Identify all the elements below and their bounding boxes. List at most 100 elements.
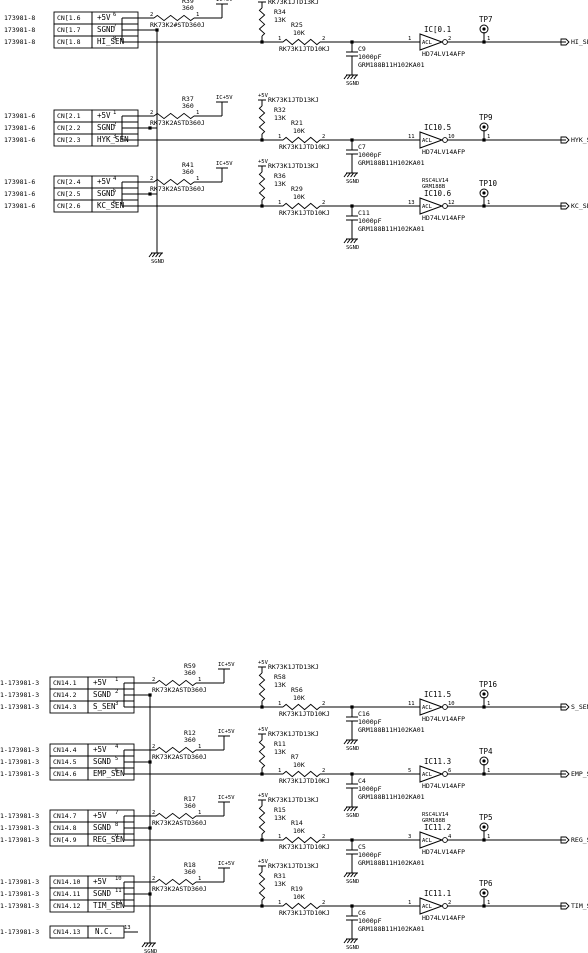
inverter-gate: [419, 197, 444, 215]
ground-hatch: [158, 252, 163, 258]
inverter-gate: [419, 131, 444, 149]
ground-hatch: [155, 252, 160, 258]
pin-number: 12: [448, 200, 455, 206]
connector-label: SGND: [93, 757, 112, 766]
connector-label: HYK_SEN: [97, 135, 129, 144]
series-resistor: [155, 878, 197, 886]
pin-number: 10: [448, 701, 455, 707]
resistor-ref: R7: [291, 753, 299, 761]
pin-number: 4: [115, 744, 119, 750]
connector-ref: 173981-6: [4, 112, 35, 120]
vcc-label: +5V: [258, 727, 269, 733]
ic-ref: IC11.3: [424, 757, 451, 766]
resistor-value: 360: [184, 868, 196, 876]
off-page-connector: [560, 38, 570, 46]
pin-number: 11: [408, 134, 415, 140]
ground-hatch: [151, 252, 156, 258]
ground-label: SGND: [151, 259, 164, 265]
connector-label: N.C.: [95, 927, 113, 936]
resistor-part: RK73K1JTD13KJ: [268, 162, 319, 170]
capacitor-ref: C5: [358, 843, 366, 851]
pin-number: 2: [150, 176, 153, 182]
power-label: IC+5V: [218, 729, 235, 735]
capacitor-value: 1000pF: [358, 217, 382, 225]
connector-pin: CN14.7: [53, 812, 77, 820]
inverter-gate: [419, 897, 444, 915]
power-label: IC+5V: [216, 0, 233, 3]
resistor-value: 360: [184, 669, 196, 677]
ic-type: HD74LV14AFP: [422, 848, 465, 856]
test-point: [479, 122, 489, 132]
connector-pin: CN[2.4: [57, 178, 81, 186]
pin-number: 1: [198, 744, 201, 750]
pin-number: 3: [113, 134, 116, 140]
pin-number: 2: [448, 36, 451, 42]
pin-number: 1: [278, 200, 281, 206]
ic-mark-line: RSC4LV14: [422, 178, 449, 184]
resistor-ref: R58: [274, 673, 286, 681]
power-label: IC+5V: [216, 95, 233, 101]
connector-ref: 1-173981-3: [0, 836, 39, 844]
connector-pin: CN[2.6: [57, 202, 81, 210]
connector-ref: 1-173981-3: [0, 812, 39, 820]
ic-body-label: ACL: [422, 204, 433, 210]
test-point: [479, 188, 489, 198]
resistor-value: 13K: [274, 16, 286, 24]
ic-body-label: ACL: [422, 40, 433, 46]
pin-number: 2: [113, 122, 116, 128]
connector-label: +5V: [93, 877, 107, 886]
connector-ref: 173981-6: [4, 136, 35, 144]
connector-ref: 1-173981-3: [0, 902, 39, 910]
connector-ref: 1-173981-3: [0, 824, 39, 832]
pin-number: 2: [322, 36, 325, 42]
pin-number: 6: [115, 768, 118, 774]
connector-label: SGND: [97, 123, 116, 132]
test-point: [479, 24, 489, 34]
vcc-label: +5V: [258, 0, 269, 1]
filter-resistor: [282, 836, 321, 844]
ic-type: HD74LV14AFP: [422, 715, 465, 723]
ground-hatch: [350, 806, 355, 812]
resistor-part: RK73K1JTD13KJ: [268, 0, 319, 6]
connector-pin: CN[2.5: [57, 190, 81, 198]
connector-pin: CN[1.6: [57, 14, 81, 22]
connector-ref: 1-173981-3: [0, 746, 39, 754]
capacitor-ref: C4: [358, 777, 366, 785]
resistor-value: 10K: [293, 761, 305, 769]
pin-number: 9: [115, 834, 118, 840]
inverter-gate: [419, 831, 444, 849]
ic-mark-line: RSC4LV14: [422, 812, 449, 818]
pullup-resistor: [258, 739, 266, 769]
resistor-ref: R14: [291, 819, 303, 827]
connector-ref: 1-173981-3: [0, 890, 39, 898]
signal-name: KC_SEN: [571, 202, 588, 210]
vcc-label: +5V: [258, 859, 269, 865]
pin-number: 5: [115, 756, 118, 762]
resistor-part: RK73K1JTD10KJ: [279, 777, 330, 785]
filter-resistor: [282, 902, 321, 910]
pin-number: 1: [115, 677, 118, 683]
connector-label: REG_SEN: [93, 835, 125, 844]
capacitor-part: GRM188B11H102KA01: [358, 726, 425, 734]
inverter-gate: [419, 698, 444, 716]
resistor-value: 10K: [293, 193, 305, 201]
test-point-ref: TP6: [479, 879, 493, 888]
filter-resistor: [282, 38, 321, 46]
series-resistor: [155, 746, 197, 754]
resistor-value: 360: [184, 736, 196, 744]
pin-number: 1: [198, 677, 201, 683]
pin-number: 1: [487, 200, 490, 206]
pin-number: 1: [487, 768, 490, 774]
resistor-ref: R41: [182, 161, 194, 169]
ground-hatch: [343, 872, 348, 878]
ground-hatch: [353, 938, 358, 944]
power-label: IC+5V: [216, 161, 233, 167]
signal-name: EMP_SEN: [571, 770, 588, 778]
test-point-center: [482, 692, 486, 696]
resistor-part: RK73K2ASTD360J: [152, 819, 207, 827]
connector-pin: CN14.1: [53, 679, 77, 687]
